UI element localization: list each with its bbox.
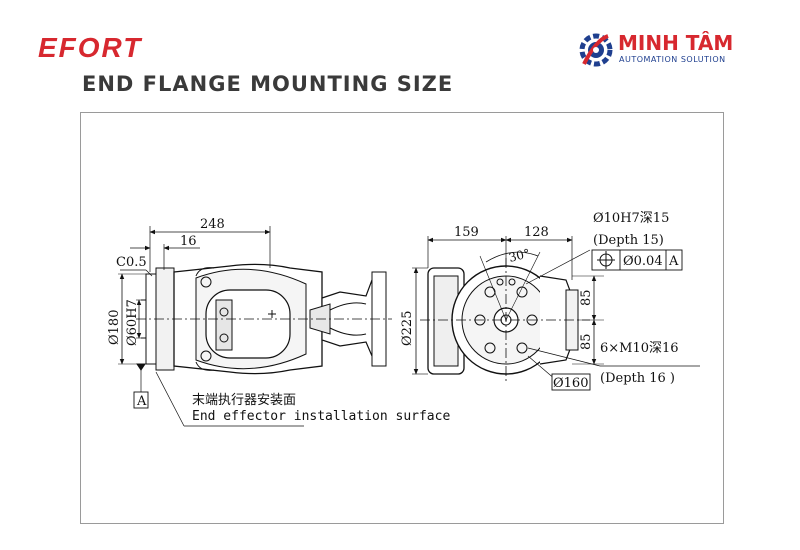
dim-pitch-top: 85 <box>579 289 594 306</box>
logo-name: MINH TÂM <box>618 31 734 55</box>
thread-hole-spec: 6×M10深16 <box>600 341 679 356</box>
dim-bore-diameter: Ø60H7 <box>125 299 140 346</box>
tolerance-value: Ø0.04 <box>623 254 663 269</box>
datum-label: A <box>136 394 147 409</box>
side-view <box>118 226 392 427</box>
efort-logo: EFORT <box>38 32 143 63</box>
surface-label-en: End effector installation surface <box>192 409 450 424</box>
tolerance-datum: A <box>668 254 679 269</box>
top-view <box>412 236 700 391</box>
surface-label-cn: 末端执行器安装面 <box>192 393 296 408</box>
gear-icon <box>579 33 613 67</box>
dim-right-width: 128 <box>524 225 549 240</box>
dim-outer-diameter: Ø180 <box>107 310 122 345</box>
dim-offset: 16 <box>180 234 197 249</box>
minh-tam-logo: MINH TÂM AUTOMATION SOLUTION <box>578 28 778 72</box>
dim-overall-length: 248 <box>200 217 225 232</box>
dim-pcd-diameter: Ø160 <box>553 376 588 391</box>
angle-label: 30° <box>507 246 531 265</box>
page-title: END FLANGE MOUNTING SIZE <box>82 72 454 96</box>
drawing-frame <box>80 112 724 524</box>
pin-hole-spec: Ø10H7深15 <box>593 211 669 226</box>
dim-pitch-bottom: 85 <box>579 333 594 350</box>
dim-body-diameter: Ø225 <box>400 311 415 346</box>
logo-subtitle: AUTOMATION SOLUTION <box>619 55 726 64</box>
chamfer-label: C0.5 <box>116 255 147 270</box>
pin-hole-depth: (Depth 15) <box>593 233 664 248</box>
dim-left-width: 159 <box>454 225 479 240</box>
thread-hole-depth: (Depth 16 ) <box>600 371 675 386</box>
